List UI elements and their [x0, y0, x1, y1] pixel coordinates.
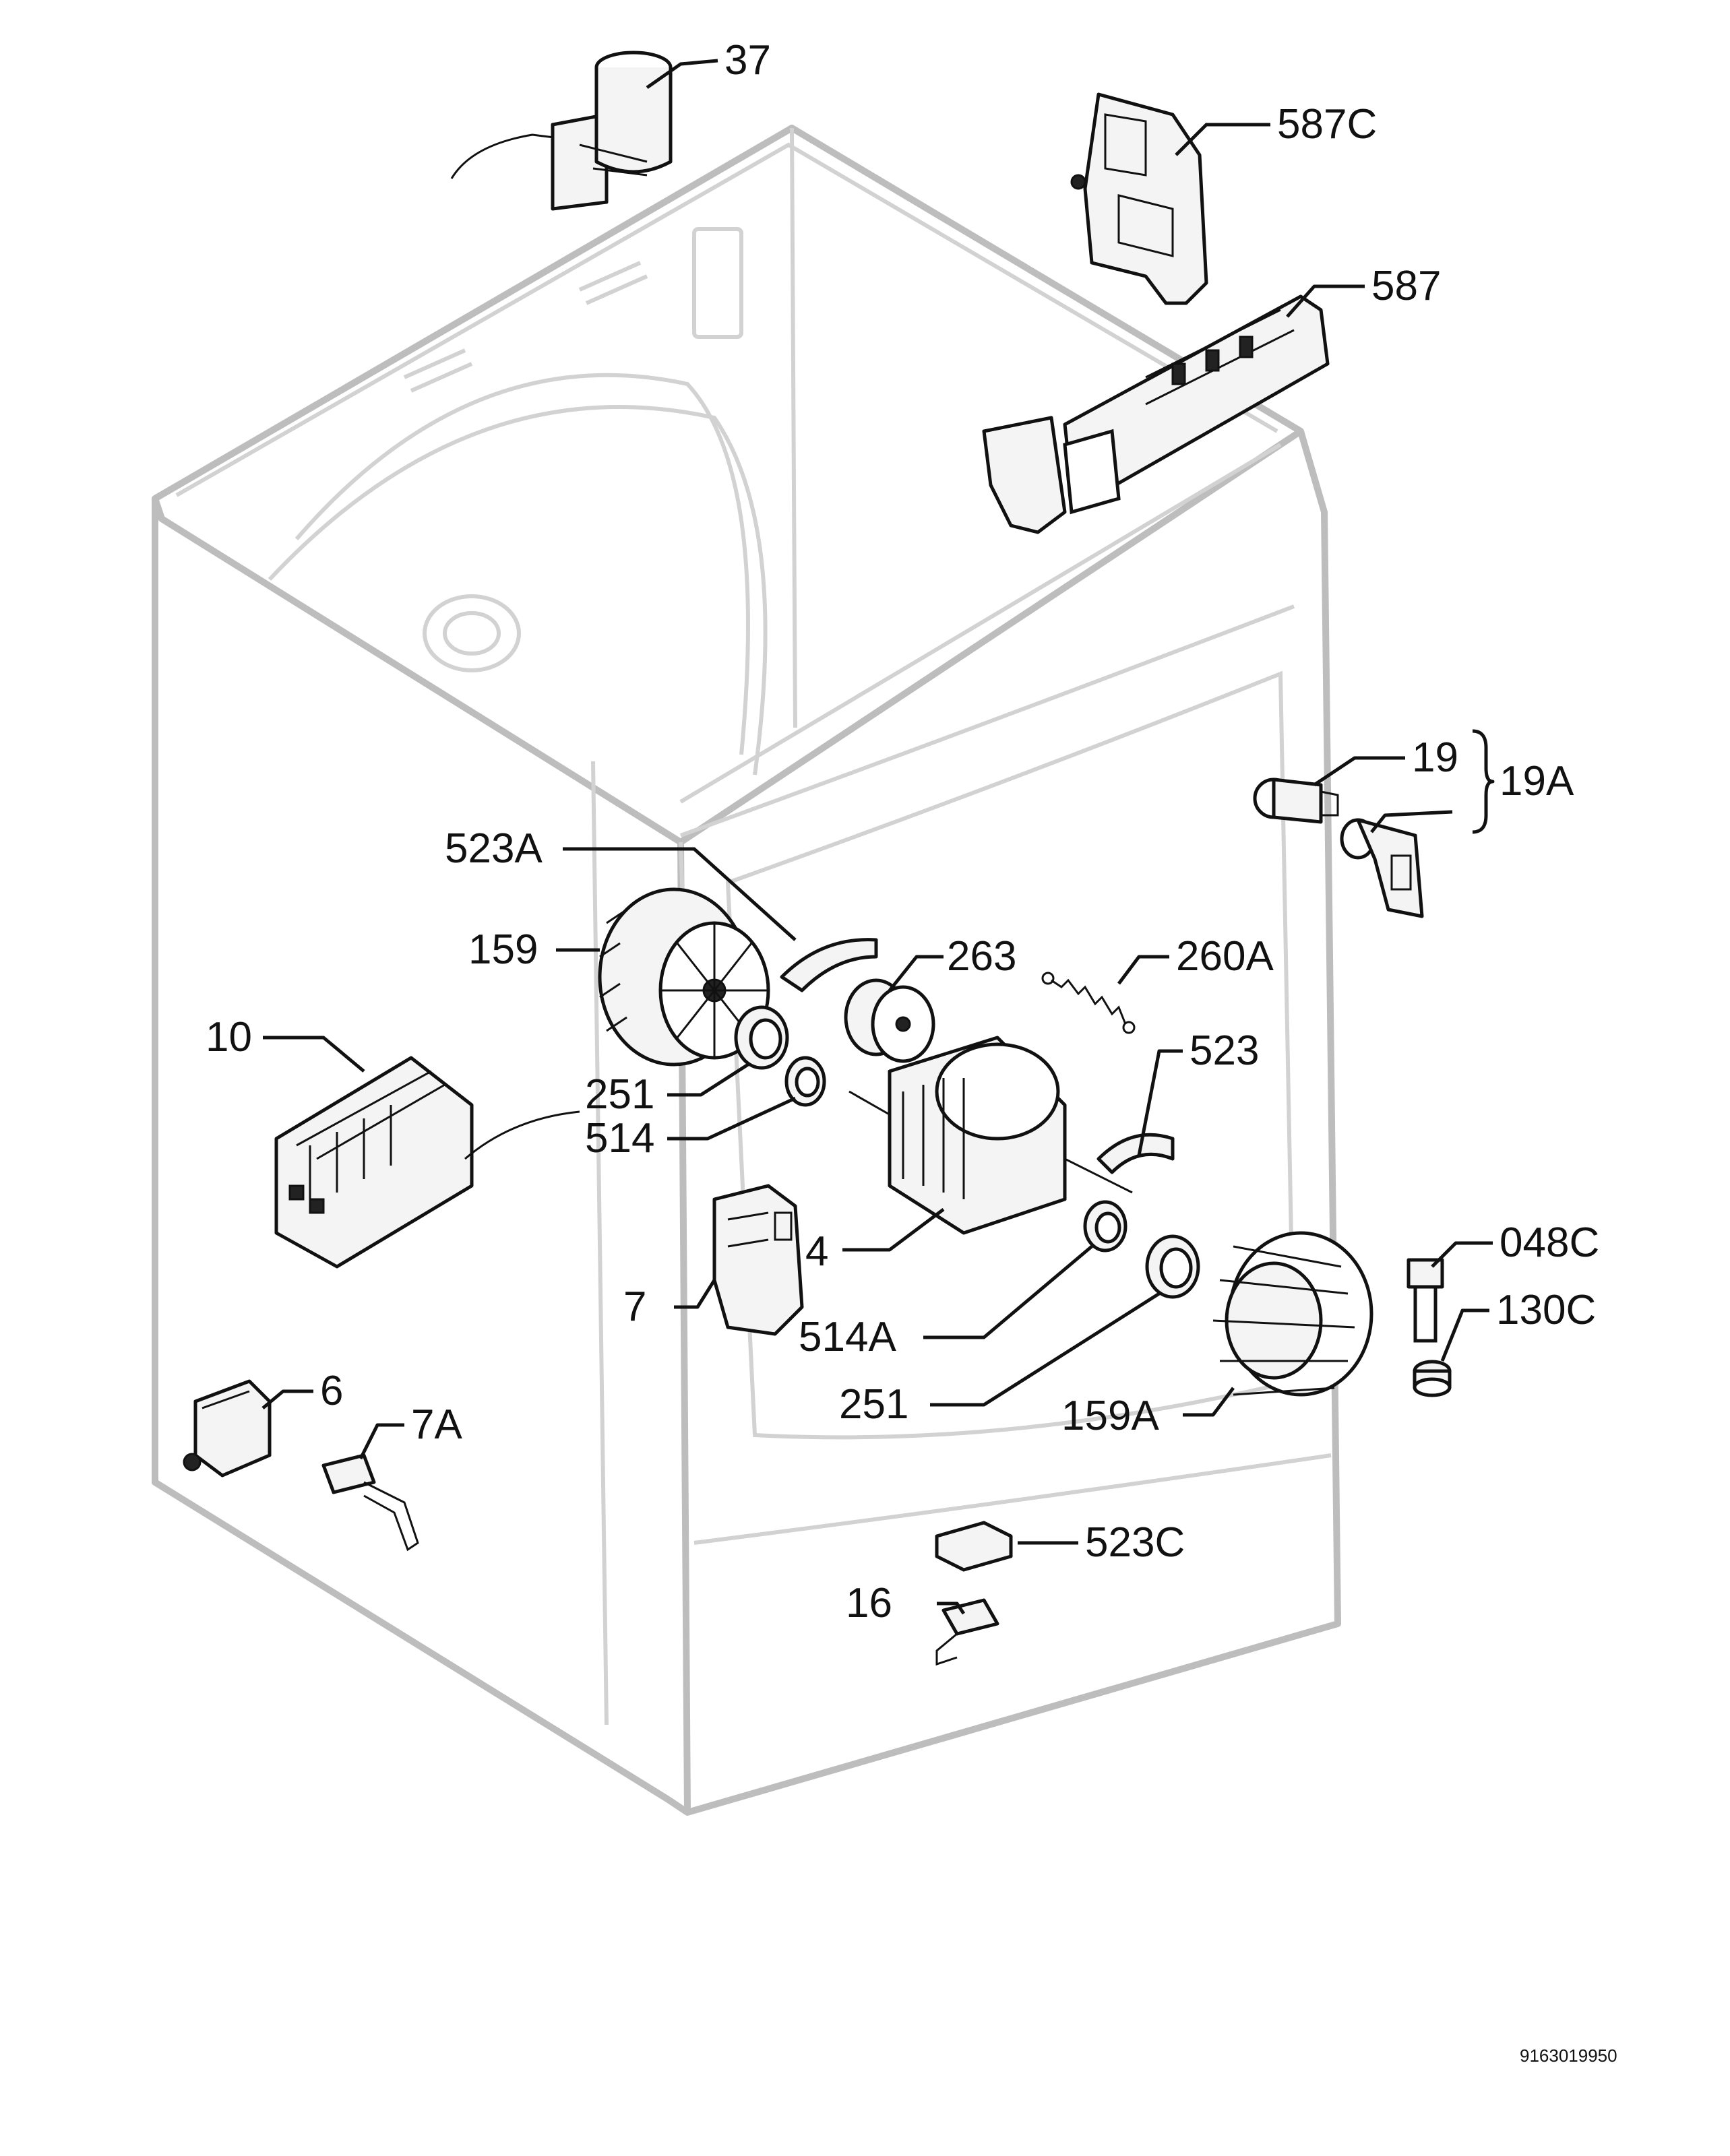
label-263: 263 [947, 933, 1016, 980]
label-130c: 130C [1496, 1287, 1596, 1333]
label-7a: 7A [411, 1401, 462, 1448]
switch-16-part [935, 1598, 999, 1666]
part-labels: 37 587C 587 19 19A 523A 159 263 260A 10 … [206, 37, 1617, 2066]
label-587c: 587C [1277, 101, 1377, 148]
motor-4-part [848, 1036, 1133, 1235]
heater-10-part [274, 1056, 580, 1269]
label-048c: 048C [1500, 1219, 1599, 1266]
pcb-587 [982, 294, 1330, 534]
bracket-523c-part [935, 1521, 1013, 1572]
label-19: 19 [1412, 734, 1458, 781]
leader-lines [261, 59, 1495, 1615]
pulley-263-part [844, 978, 935, 1063]
label-37: 37 [724, 37, 771, 84]
spring-260a-part [1041, 972, 1136, 1034]
bracket-523a-part [780, 938, 878, 992]
bearing-251-lower-part [1145, 1234, 1200, 1299]
capacitor-part [450, 51, 673, 211]
label-159a: 159A [1061, 1393, 1159, 1439]
microswitch-7a-part [321, 1453, 419, 1552]
label-7: 7 [623, 1283, 646, 1330]
label-514a: 514A [799, 1314, 896, 1360]
label-251-lower: 251 [839, 1381, 908, 1428]
door-switch-7-part [712, 1184, 804, 1336]
bearing-251-upper-part [734, 1005, 789, 1070]
label-523c: 523C [1085, 1519, 1185, 1566]
bracket-523-part [1096, 1133, 1175, 1174]
label-514: 514 [585, 1115, 654, 1162]
label-19a: 19A [1500, 758, 1574, 804]
fan-wheel-159a-part [1212, 1231, 1373, 1397]
label-6: 6 [320, 1368, 343, 1414]
filter-6-part [183, 1379, 272, 1478]
cabinet-housing [152, 125, 1341, 1816]
label-587: 587 [1371, 263, 1441, 309]
label-251-upper: 251 [585, 1071, 654, 1118]
document-number: 9163019950 [1520, 2046, 1617, 2066]
ring-514a-part [1083, 1200, 1127, 1253]
cap-130c-part [1413, 1360, 1452, 1397]
label-260a: 260A [1176, 933, 1274, 980]
nozzle-048c-part [1407, 1258, 1444, 1343]
sensor-holder-19a-part [1340, 818, 1424, 918]
sensor-19-part [1253, 778, 1339, 824]
label-16: 16 [846, 1580, 892, 1626]
module-587c [1070, 92, 1208, 305]
label-159: 159 [468, 926, 538, 973]
label-10: 10 [206, 1014, 252, 1060]
label-523: 523 [1190, 1027, 1259, 1074]
label-523a: 523A [445, 825, 543, 872]
ring-514-part [784, 1056, 826, 1107]
label-4: 4 [805, 1228, 828, 1275]
